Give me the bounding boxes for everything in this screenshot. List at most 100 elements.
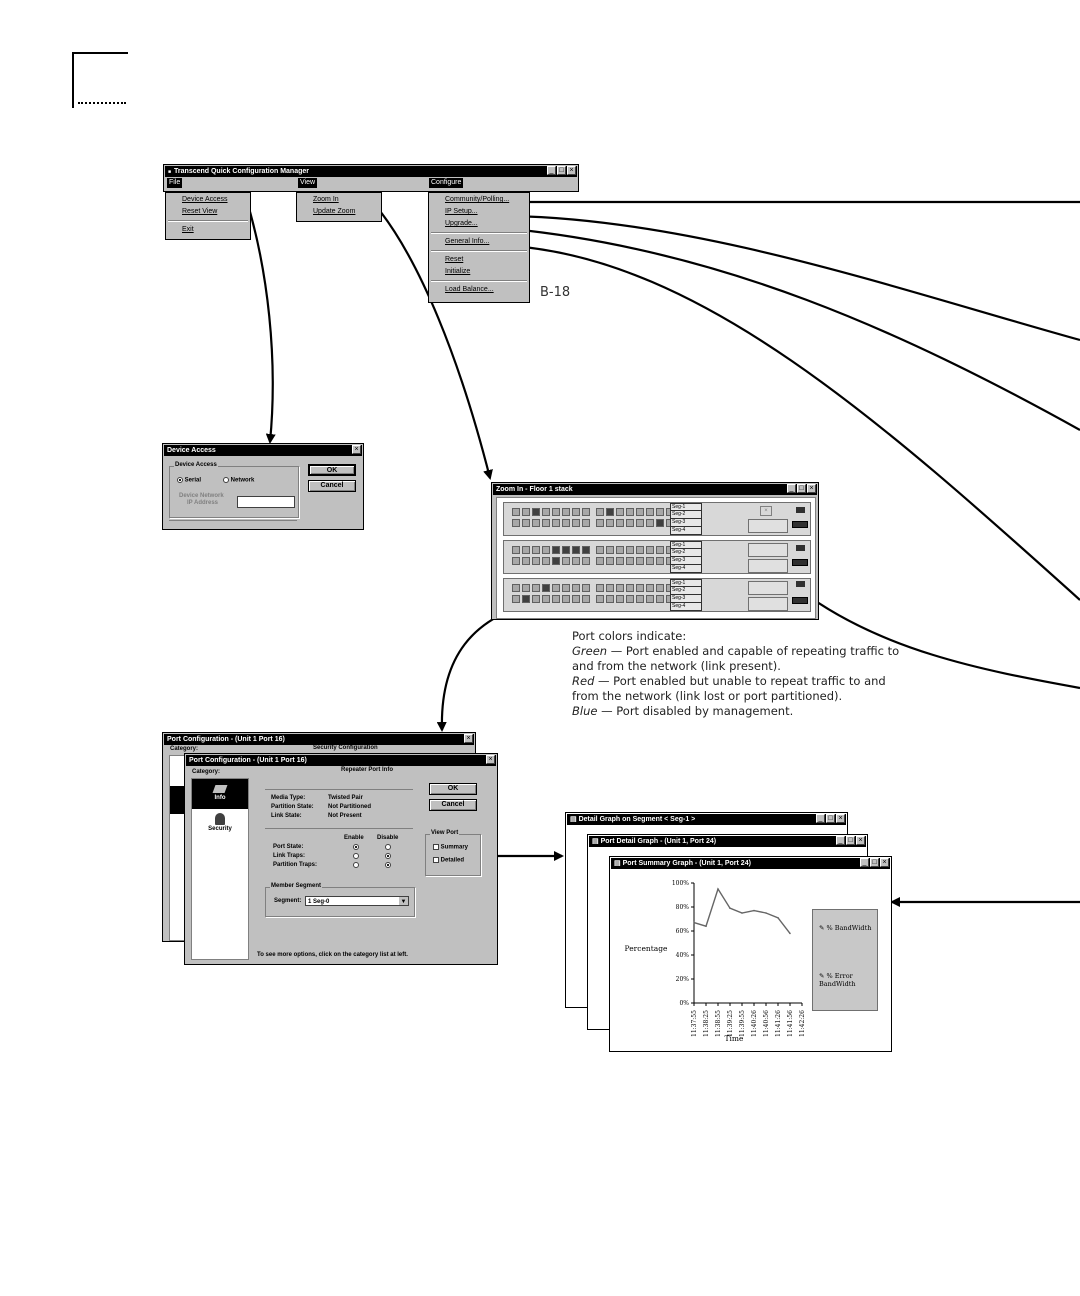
detailed-checkbox[interactable]: Detailed [433, 857, 464, 864]
maximize-icon[interactable]: □ [870, 858, 879, 867]
port[interactable] [646, 584, 654, 592]
port[interactable] [572, 584, 580, 592]
menu-item-general-info[interactable]: General Info... [445, 238, 490, 245]
port[interactable] [646, 508, 654, 516]
port[interactable] [626, 519, 634, 527]
port-state-disable-radio[interactable] [385, 844, 391, 850]
port[interactable] [532, 546, 540, 554]
port[interactable] [542, 546, 550, 554]
close-icon[interactable]: × [836, 814, 845, 823]
close-icon[interactable]: × [856, 836, 865, 845]
port[interactable] [562, 519, 570, 527]
port[interactable] [522, 557, 530, 565]
port[interactable] [562, 595, 570, 603]
port[interactable] [596, 508, 604, 516]
menu-item-reset[interactable]: Reset [445, 256, 464, 263]
port[interactable] [626, 546, 634, 554]
port[interactable] [582, 508, 590, 516]
port[interactable] [572, 595, 580, 603]
port[interactable] [636, 584, 644, 592]
minimize-icon[interactable]: _ [547, 166, 556, 175]
menu-item-community-polling[interactable]: Community/Polling... [445, 196, 510, 203]
close-icon[interactable]: × [880, 858, 889, 867]
port[interactable] [552, 557, 560, 565]
close-icon[interactable]: × [352, 445, 361, 454]
port[interactable] [532, 557, 540, 565]
menu-item-upgrade[interactable]: Upgrade... [445, 220, 478, 227]
port[interactable] [532, 519, 540, 527]
port[interactable] [542, 584, 550, 592]
maximize-icon[interactable]: □ [797, 484, 806, 493]
menu-item-update-zoom[interactable]: Update Zoom [313, 208, 356, 215]
minimize-icon[interactable]: _ [836, 836, 845, 845]
port[interactable] [532, 595, 540, 603]
menu-configure[interactable]: Configure [429, 178, 464, 188]
port[interactable] [616, 546, 624, 554]
port[interactable] [562, 508, 570, 516]
port[interactable] [522, 519, 530, 527]
close-icon[interactable]: × [486, 755, 495, 764]
port[interactable] [636, 508, 644, 516]
port[interactable] [596, 584, 604, 592]
port-config-ok-button[interactable]: OK [429, 783, 477, 795]
port[interactable] [656, 595, 664, 603]
port[interactable] [656, 508, 664, 516]
port[interactable] [626, 584, 634, 592]
port[interactable] [646, 519, 654, 527]
port[interactable] [596, 557, 604, 565]
menu-item-reset-view[interactable]: Reset View [182, 208, 218, 215]
network-radio[interactable]: Network [223, 477, 254, 484]
menu-item-initialize[interactable]: Initialize [445, 268, 471, 275]
port[interactable] [562, 584, 570, 592]
close-icon[interactable]: × [807, 484, 816, 493]
port[interactable] [552, 584, 560, 592]
ip-address-input[interactable] [237, 496, 295, 508]
close-icon[interactable]: × [567, 166, 576, 175]
port[interactable] [512, 546, 520, 554]
port[interactable] [512, 584, 520, 592]
minimize-icon[interactable]: _ [816, 814, 825, 823]
port[interactable] [606, 595, 614, 603]
port[interactable] [582, 595, 590, 603]
port[interactable] [522, 508, 530, 516]
summary-check[interactable] [433, 844, 439, 850]
port[interactable] [562, 546, 570, 554]
port[interactable] [656, 519, 664, 527]
port[interactable] [572, 546, 580, 554]
port[interactable] [616, 557, 624, 565]
maximize-icon[interactable]: □ [826, 814, 835, 823]
port[interactable] [572, 508, 580, 516]
detailed-check[interactable] [433, 857, 439, 863]
port[interactable] [562, 557, 570, 565]
port[interactable] [606, 508, 614, 516]
port[interactable] [596, 546, 604, 554]
port[interactable] [522, 584, 530, 592]
port[interactable] [606, 546, 614, 554]
port[interactable] [596, 595, 604, 603]
category-info[interactable]: Info [192, 779, 248, 809]
port[interactable] [552, 508, 560, 516]
port-config-cancel-button[interactable]: Cancel [429, 799, 477, 811]
port[interactable] [572, 557, 580, 565]
menu-view[interactable]: View [298, 178, 318, 188]
port[interactable] [656, 584, 664, 592]
port[interactable] [616, 519, 624, 527]
partition-traps-enable-radio[interactable] [353, 862, 359, 868]
maximize-icon[interactable]: □ [846, 836, 855, 845]
port[interactable] [636, 546, 644, 554]
port[interactable] [636, 557, 644, 565]
port[interactable] [646, 557, 654, 565]
port[interactable] [656, 546, 664, 554]
segment-select[interactable]: 1 Seg-0 ▼ [305, 896, 409, 906]
partition-traps-disable-radio[interactable] [385, 862, 391, 868]
port[interactable] [582, 519, 590, 527]
port[interactable] [582, 584, 590, 592]
menu-file[interactable]: File [167, 178, 183, 188]
port[interactable] [646, 546, 654, 554]
link-traps-enable-radio[interactable] [353, 853, 359, 859]
minimize-icon[interactable]: _ [787, 484, 796, 493]
minimize-icon[interactable]: _ [860, 858, 869, 867]
port[interactable] [606, 584, 614, 592]
segment-label[interactable]: Seg-4 [670, 526, 702, 535]
port[interactable] [626, 508, 634, 516]
